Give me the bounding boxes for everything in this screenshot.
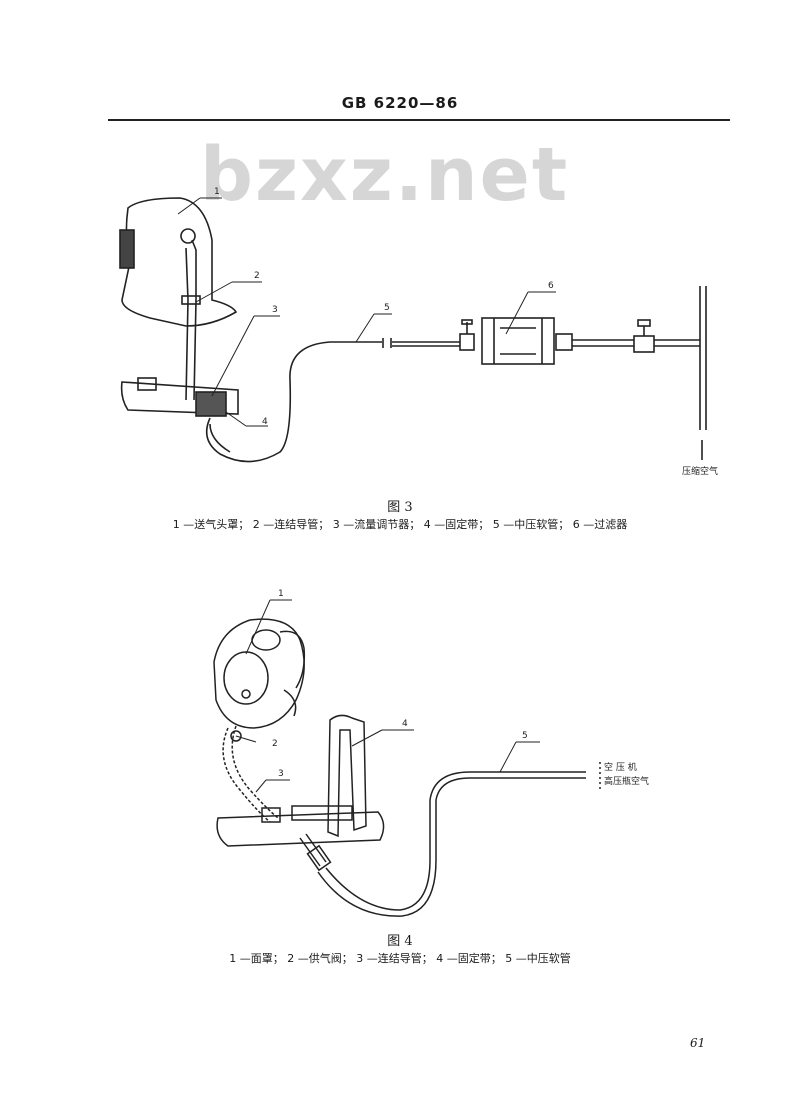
- figure-3-caption: 图 3: [387, 500, 413, 515]
- callout-2: 2: [254, 271, 260, 281]
- high-pressure-cylinder-label: 高压瓶空气: [604, 775, 649, 787]
- hood-visor: [119, 229, 135, 269]
- hood-outline: [121, 197, 238, 327]
- callout-6: 6: [548, 281, 554, 291]
- callout-4: 4: [262, 417, 268, 427]
- header-rule: [108, 119, 730, 121]
- filter-6: [481, 317, 555, 365]
- callout-5: 5: [522, 731, 528, 741]
- figure-3-legend: 1 —送气头罩； 2 —连结导管； 3 —流量调节器； 4 —固定带； 5 —中…: [172, 518, 628, 531]
- callout-2: 2: [272, 739, 278, 749]
- callout-1: 1: [278, 589, 284, 599]
- standard-header: GB 6220—86: [341, 94, 459, 112]
- callout-5: 5: [384, 303, 390, 313]
- strap-4: [327, 714, 367, 838]
- callout-1: 1: [214, 187, 220, 197]
- watermark: bzxz.net: [200, 132, 570, 218]
- callout-4: 4: [402, 719, 408, 729]
- medium-pressure-hose: [317, 771, 586, 917]
- figure-4-legend: 1 —面罩； 2 —供气阀； 3 —连结导管； 4 —固定带； 5 —中压软管: [229, 952, 571, 965]
- callout-3: 3: [278, 769, 284, 779]
- figure-4-caption: 图 4: [387, 934, 413, 949]
- callout-3: 3: [272, 305, 278, 315]
- belt-outline: [216, 811, 385, 847]
- mask-outline: [213, 618, 305, 729]
- connection-tube: [222, 725, 279, 823]
- flow-regulator: [195, 391, 227, 417]
- air-compressor-label: 空 压 机: [604, 761, 637, 773]
- connection-tube: [185, 239, 197, 401]
- page-number: 61: [690, 1036, 706, 1050]
- medium-pressure-hose: [205, 341, 382, 463]
- compressed-air-label: 压缩空气: [682, 465, 718, 477]
